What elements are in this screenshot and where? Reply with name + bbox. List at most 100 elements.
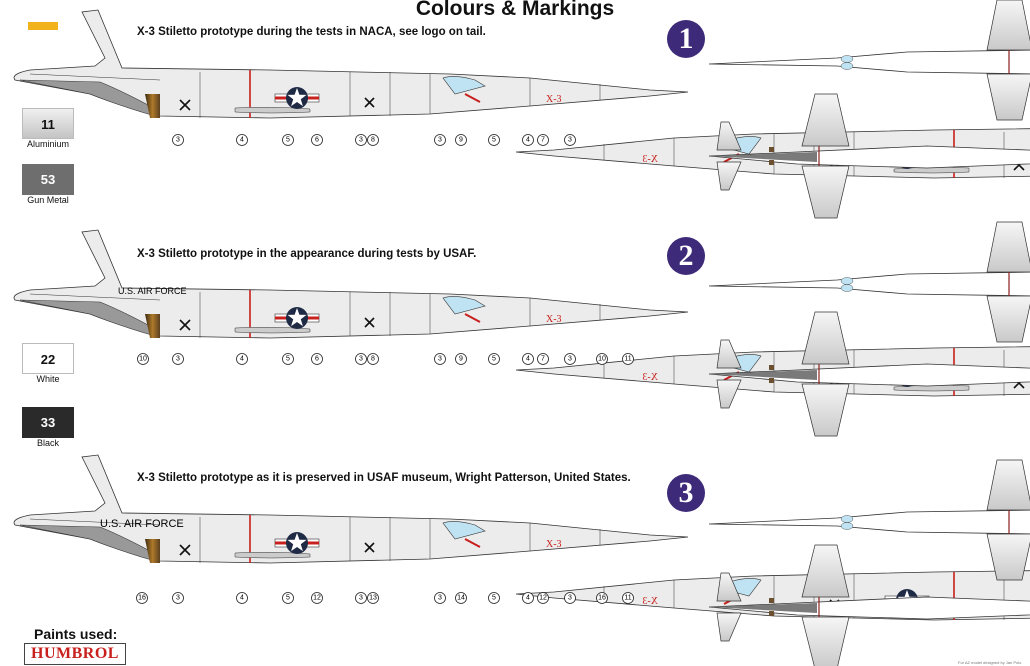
- svg-text:5: 5: [492, 356, 496, 363]
- callout-4: 4: [522, 592, 534, 604]
- svg-text:5: 5: [492, 137, 496, 144]
- svg-text:3: 3: [359, 356, 363, 363]
- svg-text:12: 12: [313, 595, 321, 602]
- svg-text:3: 3: [359, 137, 363, 144]
- svg-text:4: 4: [240, 595, 244, 602]
- svg-text:3: 3: [438, 356, 442, 363]
- callout-7: 7: [537, 353, 549, 365]
- callout-3: 3: [355, 353, 367, 365]
- page-title: Colours & Markings: [415, 0, 615, 20]
- paint-swatch-53: 53 Gun Metal: [8, 164, 88, 205]
- svg-text:11: 11: [624, 595, 631, 602]
- svg-text:3: 3: [176, 356, 180, 363]
- credit-text: For AZ model designed by Jan Polo: [958, 660, 1022, 665]
- svg-text:4: 4: [240, 356, 244, 363]
- svg-text:8: 8: [371, 356, 375, 363]
- svg-text:16: 16: [598, 595, 606, 602]
- callout-16: 16: [136, 592, 148, 604]
- swatch-box: 11: [22, 108, 74, 139]
- callout-12: 12: [311, 592, 323, 604]
- callout-5: 5: [488, 353, 500, 365]
- callout-10: 10: [596, 353, 608, 365]
- callout-9: 9: [455, 134, 467, 146]
- svg-text:5: 5: [286, 595, 290, 602]
- callout-3: 3: [355, 134, 367, 146]
- swatch-box: 33: [22, 407, 74, 438]
- svg-text:14: 14: [457, 595, 465, 602]
- svg-text:4: 4: [526, 595, 530, 602]
- svg-text:8: 8: [371, 137, 375, 144]
- scheme-2-badge: 2: [667, 237, 705, 275]
- scheme-3-caption: X-3 Stiletto prototype as it is preserve…: [137, 472, 631, 484]
- scheme-3-plan-top: [708, 459, 1030, 581]
- svg-text:5: 5: [286, 137, 290, 144]
- humbrol-logo: HUMBROL: [24, 643, 126, 665]
- swatch-box: 22: [22, 343, 74, 374]
- callout-3: 3: [355, 592, 367, 604]
- scheme-3-usaf-text: U.S. AIR FORCE: [100, 518, 184, 530]
- swatch-label: Gun Metal: [27, 195, 69, 205]
- callout-4: 4: [236, 134, 248, 146]
- svg-text:3: 3: [176, 595, 180, 602]
- callout-7: 7: [537, 134, 549, 146]
- paint-swatch-11: 11 Aluminium: [8, 108, 88, 149]
- scheme-3-plan-bottom: [708, 544, 1030, 666]
- callout-8: 8: [367, 134, 379, 146]
- svg-text:5: 5: [492, 595, 496, 602]
- callout-3: 3: [434, 353, 446, 365]
- callout-5: 5: [282, 134, 294, 146]
- svg-text:10: 10: [598, 356, 606, 363]
- scheme-2-plan-bottom: [708, 311, 1030, 437]
- callout-8: 8: [367, 353, 379, 365]
- svg-text:6: 6: [315, 356, 319, 363]
- svg-text:6: 6: [315, 137, 319, 144]
- callout-4: 4: [522, 134, 534, 146]
- scheme-2-usaf-text: U.S. AIR FORCE: [118, 286, 187, 296]
- callout-6: 6: [311, 353, 323, 365]
- svg-text:3: 3: [176, 137, 180, 144]
- scheme-2-plan-top: [708, 221, 1030, 343]
- swatch-label: Black: [36, 438, 59, 448]
- callout-11: 11: [622, 353, 634, 365]
- svg-text:7: 7: [541, 356, 545, 363]
- swatch-label: White: [36, 374, 60, 384]
- svg-text:9: 9: [459, 356, 463, 363]
- svg-text:3: 3: [568, 137, 572, 144]
- scheme-2-side-view-left: [14, 230, 688, 338]
- paints-used-label: Paints used:: [34, 626, 118, 642]
- swatch-label: Aluminium: [26, 139, 69, 149]
- svg-text:4: 4: [526, 137, 530, 144]
- callout-3: 3: [564, 592, 576, 604]
- callout-3: 3: [172, 134, 184, 146]
- scheme-1-caption: X-3 Stiletto prototype during the tests …: [137, 26, 486, 38]
- scheme-2-caption: X-3 Stiletto prototype in the appearance…: [137, 248, 477, 260]
- callout-5: 5: [488, 592, 500, 604]
- swatch-box: 53: [22, 164, 74, 195]
- svg-text:12: 12: [539, 595, 547, 602]
- callout-5: 5: [282, 353, 294, 365]
- scheme-1-callouts: 3 4 5 6 3 8 3 9 5 4 7 3: [172, 134, 576, 146]
- svg-text:3: 3: [568, 356, 572, 363]
- callout-4: 4: [236, 353, 248, 365]
- naca-tail-band: [28, 22, 58, 30]
- scheme-3-badge: 3: [667, 474, 705, 512]
- svg-text:7: 7: [541, 137, 545, 144]
- scheme-1-side-view-left: [14, 10, 688, 118]
- svg-text:9: 9: [459, 137, 463, 144]
- callout-5: 5: [282, 592, 294, 604]
- callout-10: 10: [137, 353, 149, 365]
- scheme-1-plan-top: [708, 0, 1030, 121]
- svg-text:10: 10: [139, 356, 147, 363]
- callout-4: 4: [236, 592, 248, 604]
- callout-3: 3: [564, 134, 576, 146]
- callout-14: 14: [455, 592, 467, 604]
- callout-3: 3: [434, 134, 446, 146]
- callout-3: 3: [434, 592, 446, 604]
- callout-3: 3: [172, 592, 184, 604]
- callout-11: 11: [622, 592, 634, 604]
- scheme-1-plan-bottom: [708, 93, 1030, 219]
- scheme-1-badge: 1: [667, 20, 705, 58]
